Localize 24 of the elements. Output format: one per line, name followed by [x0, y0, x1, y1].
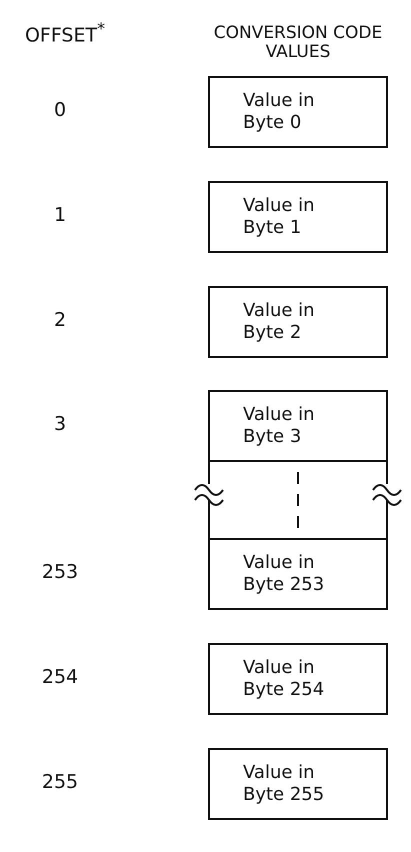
column-heading: OFFSET$^{*}$ [24, 20, 106, 46]
column-heading: CONVERSION CODE VALUES [212, 24, 384, 62]
value-box [208, 390, 388, 462]
value-box [208, 76, 388, 148]
box-text: Value in Byte 3 [243, 404, 316, 448]
dashed-line [297, 472, 299, 528]
box-text: Value in Byte 255 [243, 762, 326, 806]
box-text: Value in Byte 253 [243, 552, 326, 596]
offset-number: 3 [52, 414, 68, 435]
value-box [208, 748, 388, 820]
box-text: Value in Byte 254 [243, 657, 326, 701]
box-text: Value in Byte 0 [243, 90, 316, 134]
offset-number: 0 [52, 100, 68, 121]
offset-number: 255 [40, 772, 80, 793]
value-box [208, 286, 388, 358]
box-text: Value in Byte 2 [243, 300, 316, 344]
offset-number: 1 [52, 205, 68, 226]
value-box [208, 181, 388, 253]
box-text: Value in Byte 1 [243, 195, 316, 239]
offset-number: 253 [40, 562, 80, 583]
value-box [208, 538, 388, 610]
offset-number: 254 [40, 667, 80, 688]
offset-number: 2 [52, 310, 68, 331]
value-box [208, 643, 388, 715]
